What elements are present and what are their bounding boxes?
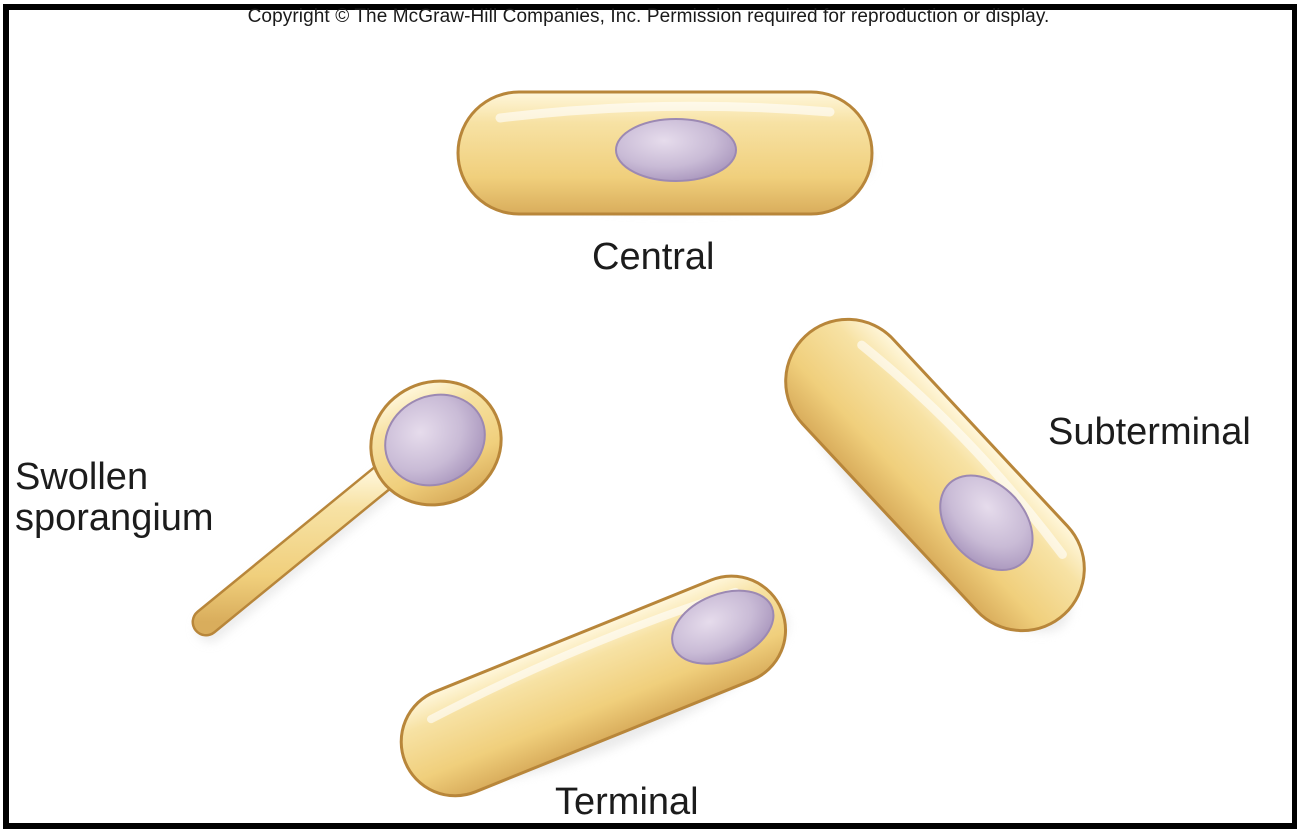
label-swollen-line2: sporangium <box>15 497 214 539</box>
label-swollen-line1: Swollen <box>15 456 148 498</box>
label-subterminal: Subterminal <box>1048 412 1251 453</box>
subterminal-spore-cell <box>752 294 1115 669</box>
label-central: Central <box>592 237 715 278</box>
central-endospore <box>616 119 736 181</box>
label-terminal: Terminal <box>555 782 699 823</box>
swollen-sporangium-cell <box>206 360 522 628</box>
central-spore-cell <box>458 92 872 214</box>
label-swollen-sporangium: Swollen sporangium <box>15 457 214 539</box>
